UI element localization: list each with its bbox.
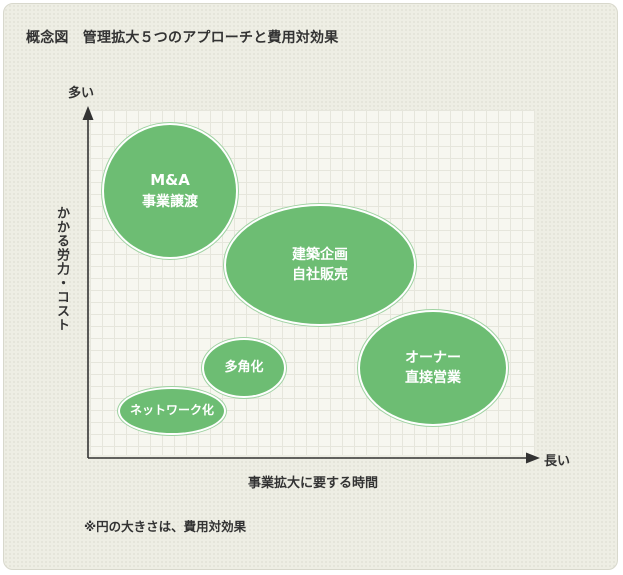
bubble-network-line1: ネットワーク化 [129, 403, 214, 418]
bubble-owner-line1: オーナー [405, 349, 461, 366]
bubble-ma: M&A 事業譲渡 [104, 125, 236, 257]
diagram-title: 概念図 管理拡大５つのアプローチと費用対効果 [26, 30, 339, 46]
bubble-kenchiku-line1: 建築企画 [292, 246, 348, 263]
bubble-ma-line1: M&A [150, 170, 190, 189]
y-axis-title: かかる労力・コスト [54, 206, 69, 332]
bubble-owner-line2: 直接営業 [405, 370, 461, 386]
bubble-ma-line2: 事業譲渡 [142, 193, 198, 210]
x-axis-end-label: 長い [544, 454, 571, 469]
bubble-owner: オーナー 直接営業 [360, 312, 506, 424]
bubble-network: ネットワーク化 [120, 389, 224, 433]
bubble-kenchiku: 建築企画 自社販売 [226, 206, 414, 324]
bubble-takakuka-line1: 多角化 [224, 359, 264, 375]
x-axis-arrow [526, 452, 540, 464]
y-axis-arrow [82, 106, 94, 120]
bubble-takakuka: 多角化 [204, 340, 284, 396]
footnote: ※円の大きさは、費用対効果 [84, 519, 247, 534]
y-axis-top-label: 多い [68, 86, 95, 101]
x-axis-title: 事業拡大に要する時間 [248, 476, 379, 491]
bubble-kenchiku-line2: 自社販売 [292, 267, 348, 283]
